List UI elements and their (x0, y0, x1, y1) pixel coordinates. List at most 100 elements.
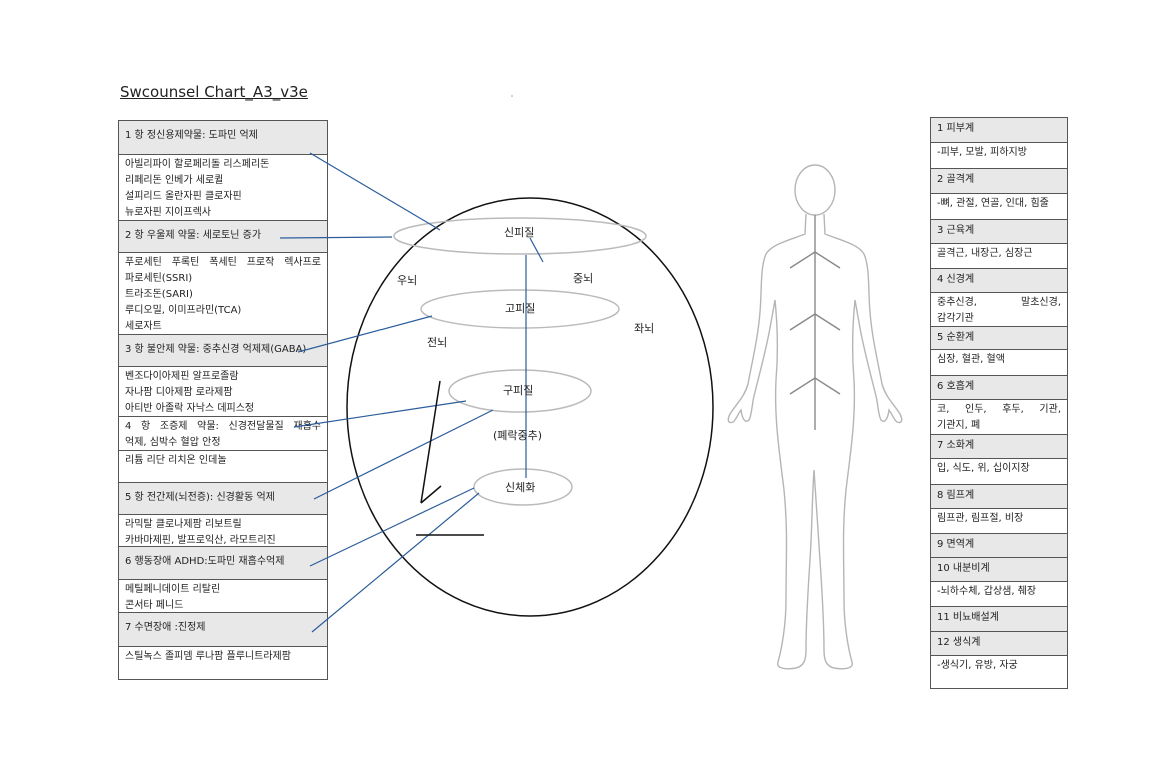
medication-content-line: 파로세틴(SSRI) (125, 273, 193, 284)
connector-anxiolytic (297, 315, 433, 353)
body-system-content-row: -생식기, 유방, 자궁 (931, 656, 1067, 688)
medication-header-row: 7 수면장애 :진정제 (119, 613, 327, 647)
medication-content-line: 메틸페니데이트 리탈린 (125, 584, 221, 595)
label-midbrain: 중뇌 (573, 272, 593, 285)
body-system-header-text: 7 소화계 (937, 440, 975, 451)
body-system-header-text: 1 피부계 (937, 123, 975, 134)
body-system-content-row: -피부, 모발, 피하지방 (931, 143, 1067, 169)
body-system-header-text: 5 순환계 (937, 332, 975, 343)
body-system-content-line: 중추신경, 말초신경, (937, 297, 1061, 308)
body-system-content-line: 심장, 혈관, 혈액 (937, 354, 1005, 365)
body-system-header-row: 4 신경계 (931, 269, 1067, 293)
label-neocortex: 신피질 (504, 226, 534, 239)
body-system-content-line: -뇌하수체, 갑상샘, 췌장 (937, 586, 1037, 597)
body-system-header-text: 11 비뇨배설계 (937, 612, 999, 623)
body-system-header-row: 3 근육계 (931, 220, 1067, 244)
label-somatization: 신체화 (505, 481, 535, 494)
medication-content-line: 트라조돈(SARI) (125, 289, 193, 300)
body-system-content-row: 입, 식도, 위, 십이지장 (931, 459, 1067, 485)
medication-header-row: 2 항 우울제 약물: 세로토닌 증가 (119, 221, 327, 253)
medication-content-line: 리튬 리단 리치온 인데놀 (125, 455, 227, 466)
connector-adhd (309, 487, 475, 567)
medication-content-row: 리튬 리단 리치온 인데놀 (119, 451, 327, 483)
connector-antidepressant (279, 236, 393, 239)
label-paleocortex: 고피질 (505, 302, 535, 315)
body-system-header-row: 7 소화계 (931, 435, 1067, 459)
brain-outline (346, 197, 714, 617)
medication-content-line: 4 항 조증제 약물: 신경전달물질 재흡수 (125, 421, 321, 432)
medication-content-line: 설피리드 올란자핀 클로자핀 (125, 191, 242, 202)
body-system-header-row: 6 호흡계 (931, 376, 1067, 400)
connector-antipsychotic (309, 152, 441, 231)
medication-content-line: 억제, 심박수 혈압 안정 (125, 437, 221, 448)
medication-content-line: 콘서타 페니드 (125, 600, 184, 611)
medication-content-line: 아빌리파이 할로페리돌 리스페리돈 (125, 159, 270, 170)
body-system-content-line: 골격근, 내장근, 심장근 (937, 248, 1033, 259)
medication-header-row: 3 항 불안제 약물: 중추신경 억제제(GABA) (119, 335, 327, 367)
body-system-content-row: 골격근, 내장근, 심장근 (931, 244, 1067, 269)
body-system-header-text: 4 신경계 (937, 274, 975, 285)
label-left-brain: 좌뇌 (634, 322, 654, 335)
body-system-content-line: -뼈, 관절, 연골, 인대, 힘줄 (937, 198, 1049, 209)
medication-content-line: 세로자트 (125, 321, 162, 332)
medication-header-text: 3 항 불안제 약물: 중추신경 억제제(GABA) (125, 344, 307, 355)
body-system-content-row: 코, 인두, 후두, 기관,기관지, 폐 (931, 400, 1067, 435)
paleocortex-ellipse (420, 289, 620, 329)
body-system-header-row: 1 피부계 (931, 118, 1067, 143)
check-mark (416, 380, 484, 536)
medication-content-line: 카바마제핀, 발프로익산, 라모트리진 (125, 535, 276, 546)
body-system-header-row: 5 순환계 (931, 327, 1067, 350)
body-system-content-row: -뇌하수체, 갑상샘, 췌장 (931, 582, 1067, 607)
medication-content-row: 스틸녹스 졸피뎀 루나팜 플루니트라제팜 (119, 647, 327, 679)
medication-header-text: 1 항 정신용제약물: 도파민 억제 (125, 130, 258, 141)
body-system-content-line: 입, 식도, 위, 십이지장 (937, 463, 1030, 474)
medication-header-text: 5 항 전간제(뇌전증): 신경활동 억제 (125, 492, 275, 503)
archicortex-ellipse (448, 369, 592, 413)
stray-dot (511, 95, 513, 97)
body-system-content-row: 중추신경, 말초신경, 감각기관 (931, 293, 1067, 327)
body-system-header-row: 9 면역계 (931, 534, 1067, 558)
body-system-header-row: 11 비뇨배설계 (931, 607, 1067, 632)
chart-title: Swcounsel Chart_A3_v3e (120, 83, 308, 101)
connector-lines (279, 152, 494, 633)
body-system-header-text: 9 면역계 (937, 539, 975, 550)
body-system-header-row: 12 생식계 (931, 632, 1067, 656)
medication-content-line: 리페리돈 인베가 세로퀼 (125, 175, 224, 186)
body-system-header-text: 3 근육계 (937, 225, 975, 236)
medication-header-text: 7 수면장애 :진정제 (125, 622, 206, 633)
head-outline (794, 164, 836, 216)
body-system-header-text: 8 림프계 (937, 490, 975, 501)
medication-content-line: 라믹탈 클로나제팜 리보트릴 (125, 519, 242, 530)
body-system-content-line: 림프관, 림프절, 비장 (937, 513, 1024, 524)
neocortex-ellipse (393, 217, 647, 255)
body-system-content-line: -피부, 모발, 피하지방 (937, 147, 1027, 158)
label-forebrain: 전뇌 (427, 336, 447, 349)
somatization-ellipse (473, 468, 573, 506)
medication-content-line: 아티반 아졸락 자낙스 데피스정 (125, 403, 255, 414)
medication-content-line: 푸로세틴 푸록틴 폭세틴 프로작 렉사프로 (125, 257, 321, 268)
body-system-header-row: 2 골격계 (931, 169, 1067, 194)
medication-content-line: 벤조다이아제핀 알프로졸람 (125, 371, 239, 382)
medication-header-row: 6 행동장애 ADHD:도파민 재흡수억제 (119, 547, 327, 580)
medication-content-line: 뉴로자핀 지이프렉사 (125, 207, 211, 218)
body-system-header-text: 6 호흡계 (937, 381, 975, 392)
body-system-content-line: 감각기관 (937, 313, 974, 324)
human-body-figure (727, 164, 903, 670)
body-system-content-line: 코, 인두, 후두, 기관, (937, 404, 1061, 415)
body-system-content-row: -뼈, 관절, 연골, 인대, 힘줄 (931, 194, 1067, 220)
medication-header-text: 6 행동장애 ADHD:도파민 재흡수억제 (125, 556, 285, 567)
body-system-header-text: 10 내분비계 (937, 563, 990, 574)
body-systems-table: 1 피부계 -피부, 모발, 피하지방 2 골격계 -뼈, 관절, 연골, 인대, 힘… (930, 117, 1068, 689)
medication-content-line: 자나팜 디아제팜 로라제팜 (125, 387, 233, 398)
body-outline (727, 213, 903, 670)
body-system-content-row: 심장, 혈관, 혈액 (931, 350, 1067, 376)
medication-content-line: 루디오밀, 이미프라민(TCA) (125, 305, 242, 316)
